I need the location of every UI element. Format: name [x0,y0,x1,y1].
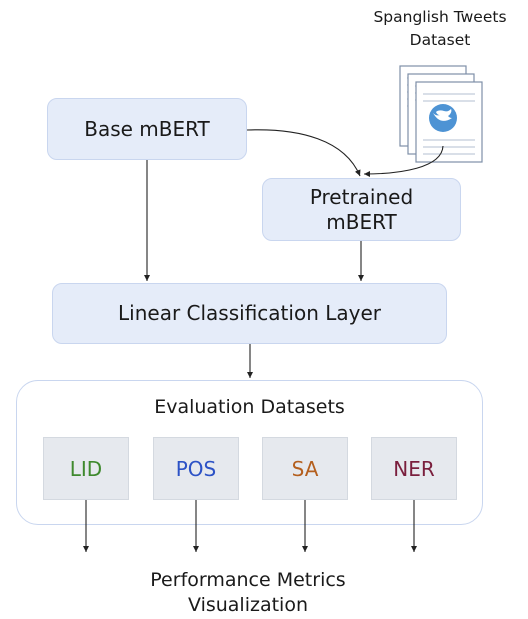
pretrained-mbert-node: Pretrained mBERT [262,178,461,241]
evaluation-datasets-title: Evaluation Datasets [154,396,345,418]
arrow-dataset-to-pretrained [363,145,444,177]
task-ner: NER [371,437,457,500]
linear-classification-layer-node: Linear Classification Layer [52,283,447,344]
task-pos-label: POS [175,456,217,481]
dataset-label-line1: Spanglish Tweets [373,8,507,26]
dataset-label: Spanglish Tweets Dataset [352,6,528,53]
arrow-base-to-pretrained [246,129,361,177]
task-pos: POS [153,437,239,500]
base-mbert-node: Base mBERT [47,98,247,160]
base-mbert-label: Base mBERT [84,116,210,141]
task-lid: LID [43,437,129,500]
task-sa-label: SA [291,456,319,481]
output-label: Performance Metrics Visualization [98,568,398,617]
task-sa: SA [262,437,348,500]
output-label-line1: Performance Metrics [150,569,346,591]
dataset-label-line2: Dataset [409,31,471,50]
pretrained-mbert-label-line1: Pretrained [309,184,414,209]
linear-classification-layer-label: Linear Classification Layer [118,301,381,325]
output-label-line2: Visualization [187,593,308,616]
task-ner-label: NER [393,456,435,481]
twitter-bird-icon [429,104,457,132]
pretrained-mbert-label-line2: mBERT [326,209,397,234]
task-lid-label: LID [69,456,103,481]
